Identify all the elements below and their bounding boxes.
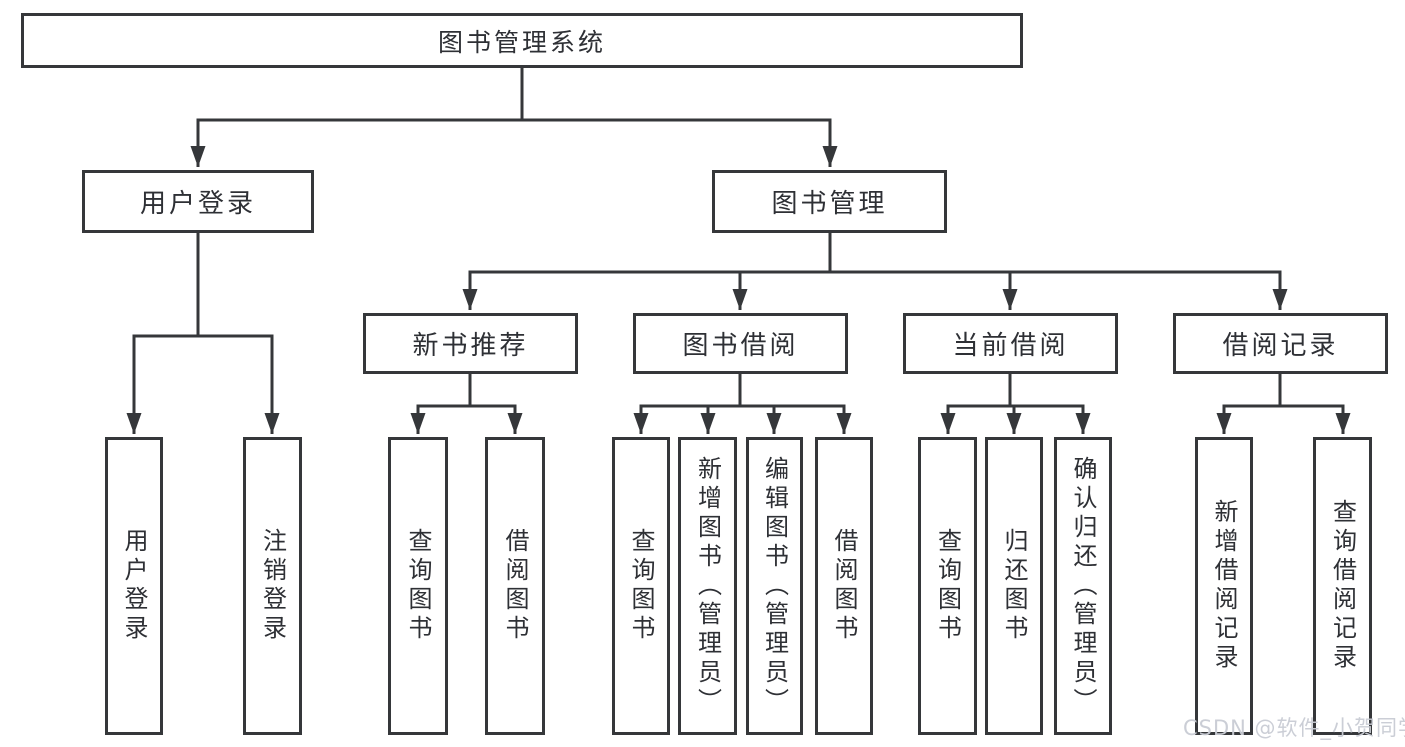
leaf-current-return-books: 归还图书 bbox=[985, 437, 1043, 735]
leaf-newbook-query-books: 查询图书 bbox=[388, 437, 448, 735]
leaf-borrow-borrow-books: 借阅图书 bbox=[815, 437, 873, 735]
leaf-record-add-borrow-record: 新增借阅记录 bbox=[1195, 437, 1253, 735]
connector-group-root bbox=[190, 68, 838, 167]
connector-group-current bbox=[940, 374, 1091, 434]
node-current-borrowing: 当前借阅 bbox=[903, 313, 1118, 374]
node-book-management: 图书管理 bbox=[712, 170, 947, 233]
connector-group-bookmgmt bbox=[462, 233, 1288, 310]
leaf-record-query-borrow-record: 查询借阅记录 bbox=[1313, 437, 1372, 735]
leaf-user-login: 用户登录 bbox=[105, 437, 163, 735]
leaf-newbook-borrow-books: 借阅图书 bbox=[485, 437, 545, 735]
leaf-current-query-books: 查询图书 bbox=[918, 437, 977, 735]
leaf-borrow-edit-books-admin: 编辑图书（管理员） bbox=[746, 437, 803, 735]
connector-group-newbook bbox=[410, 374, 523, 434]
node-new-book-recommend: 新书推荐 bbox=[363, 313, 578, 374]
node-library-management-system: 图书管理系统 bbox=[21, 13, 1023, 68]
connector-group-login bbox=[126, 233, 280, 434]
node-book-borrowing: 图书借阅 bbox=[633, 313, 848, 374]
leaf-borrow-query-books: 查询图书 bbox=[612, 437, 670, 735]
connector-group-record bbox=[1216, 374, 1351, 434]
node-user-login: 用户登录 bbox=[82, 170, 314, 233]
leaf-borrow-add-books-admin: 新增图书（管理员） bbox=[678, 437, 737, 735]
leaf-logout: 注销登录 bbox=[243, 437, 302, 735]
connector-group-borrow bbox=[633, 374, 852, 434]
csdn-watermark: CSDN @软件_小贺同学 bbox=[1183, 716, 1405, 740]
node-borrow-records: 借阅记录 bbox=[1173, 313, 1388, 374]
leaf-current-confirm-return-admin: 确认归还（管理员） bbox=[1054, 437, 1112, 735]
